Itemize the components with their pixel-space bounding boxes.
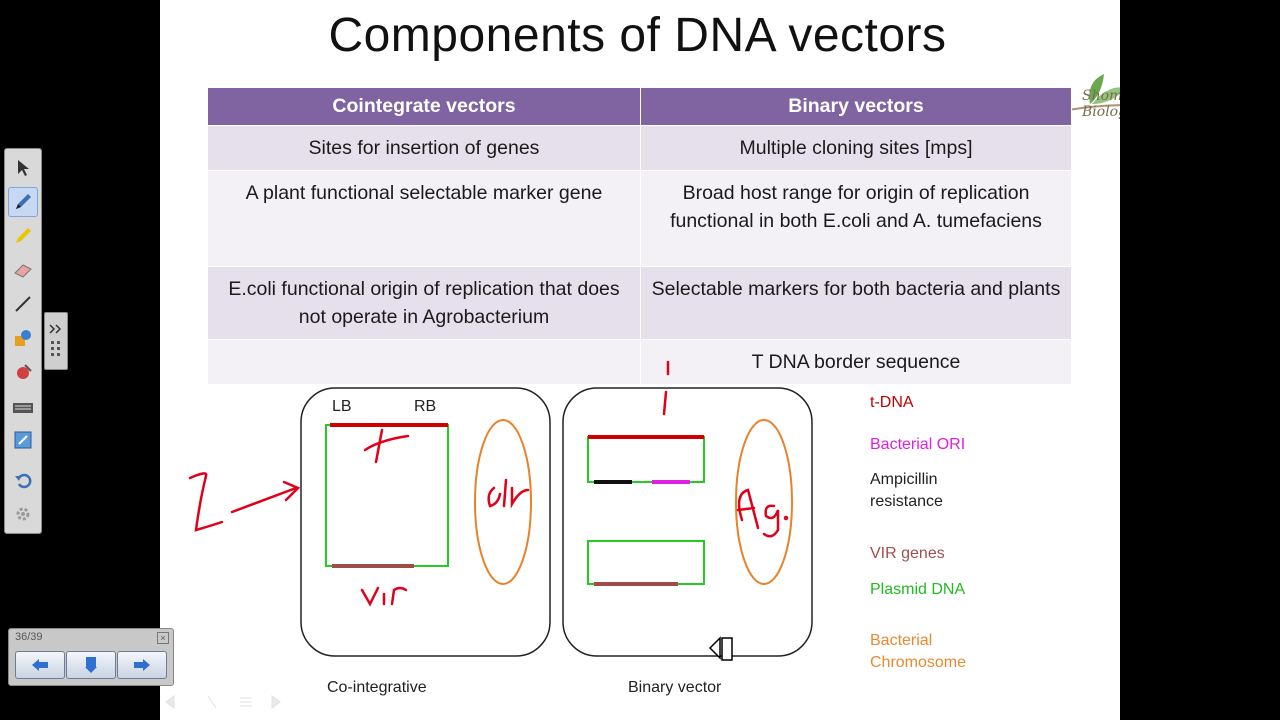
eraser-tool[interactable]	[8, 255, 38, 285]
menu-icon	[85, 657, 97, 673]
table-row: Sites for insertion of genes Multiple cl…	[208, 125, 1072, 171]
expand-icon	[49, 324, 62, 356]
keyboard-tool[interactable]	[8, 393, 38, 423]
cointegrative-chromosome	[474, 419, 532, 585]
undo-icon	[15, 473, 32, 489]
slide: Components of DNA vectors Shomu's Biolog…	[160, 0, 1120, 720]
table-cell: Multiple cloning sites [mps]	[640, 125, 1072, 171]
legend-plasmid-dna: Plasmid DNA	[870, 581, 966, 598]
pointer-tool[interactable]	[8, 153, 38, 183]
shapes-tool[interactable]	[8, 323, 38, 353]
page-counter: 36/39	[15, 631, 43, 643]
next-arrow-icon	[134, 659, 150, 671]
next-slide-button[interactable]	[117, 651, 167, 679]
pointer-icon	[18, 160, 29, 176]
binary-caption: Binary vector	[628, 679, 722, 696]
binary-t-dna-plasmid	[587, 436, 705, 483]
highlighter-tool[interactable]	[8, 221, 38, 251]
logo-leaf-icon	[1068, 74, 1120, 111]
cointegrative-cell-outline	[300, 387, 551, 657]
annotation-toolbar	[4, 148, 42, 534]
binary-cell-outline	[562, 387, 813, 657]
slide-title: Components of DNA vectors	[328, 9, 947, 62]
cursor-icon	[708, 636, 733, 661]
pen-icon	[16, 194, 31, 209]
screen-capture-tool[interactable]	[8, 425, 38, 455]
column-header-cointegrate: Cointegrate vectors	[208, 88, 641, 126]
highlighter-icon	[16, 228, 31, 243]
table-row: T DNA border sequence	[208, 339, 1072, 385]
undo-button[interactable]	[8, 465, 38, 495]
settings-button[interactable]	[8, 499, 38, 529]
legend-t-dna: t-DNA	[870, 394, 914, 411]
line-tool[interactable]	[8, 289, 38, 319]
settings-icon	[16, 507, 30, 521]
eraser-icon	[14, 264, 32, 278]
prev-arrow-icon	[32, 659, 48, 671]
legend-ampicillin-resistance: Ampicillin resistance	[870, 471, 943, 510]
line-icon	[15, 296, 31, 312]
logo-text: Shomu's Biology	[1082, 88, 1120, 120]
table-row: A plant functional selectable marker gen…	[208, 170, 1072, 267]
previous-slide-button[interactable]	[15, 651, 65, 679]
table-cell: Sites for insertion of genes	[208, 125, 641, 171]
binary-vir-plasmid	[587, 540, 705, 585]
pen-tool[interactable]	[8, 187, 38, 217]
screen-capture-icon	[14, 431, 32, 449]
table-cell: Selectable markers for both bacteria and…	[640, 266, 1072, 340]
slide-navigator: 36/39 ×	[8, 628, 174, 686]
slide-menu-button[interactable]	[66, 651, 116, 679]
binary-chromosome	[735, 419, 793, 585]
rb-label: RB	[414, 398, 437, 415]
table-cell: Broad host range for origin of replicati…	[640, 170, 1072, 267]
lb-label: LB	[332, 398, 352, 415]
faded-slide-controls	[165, 695, 281, 709]
legend-bacterial-ori: Bacterial ORI	[870, 436, 966, 453]
table-cell: T DNA border sequence	[640, 339, 1072, 385]
legend-bacterial-chromosome: Bacterial Chromosome	[870, 632, 967, 671]
fill-tool[interactable]	[8, 357, 38, 387]
vector-diagrams	[188, 360, 813, 657]
keyboard-icon	[13, 403, 33, 413]
vectors-table: Cointegrate vectors Binary vectors Sites…	[208, 88, 1072, 385]
table-cell: A plant functional selectable marker gen…	[208, 170, 641, 267]
handwritten-annotations	[188, 360, 789, 607]
column-header-binary: Binary vectors	[640, 88, 1072, 126]
toolbar-expand-handle[interactable]	[44, 312, 68, 370]
table-header-row: Cointegrate vectors Binary vectors	[208, 88, 1072, 126]
table-row: E.coli functional origin of replication …	[208, 266, 1072, 340]
close-icon[interactable]: ×	[157, 632, 169, 644]
table-cell	[208, 339, 641, 385]
legend-vir-genes: VIR genes	[870, 545, 945, 562]
cointegrative-caption: Co-integrative	[327, 679, 427, 696]
shapes-icon	[15, 330, 31, 346]
cointegrative-plasmid	[325, 424, 449, 567]
table-cell: E.coli functional origin of replication …	[208, 266, 641, 340]
fill-icon	[17, 364, 32, 379]
